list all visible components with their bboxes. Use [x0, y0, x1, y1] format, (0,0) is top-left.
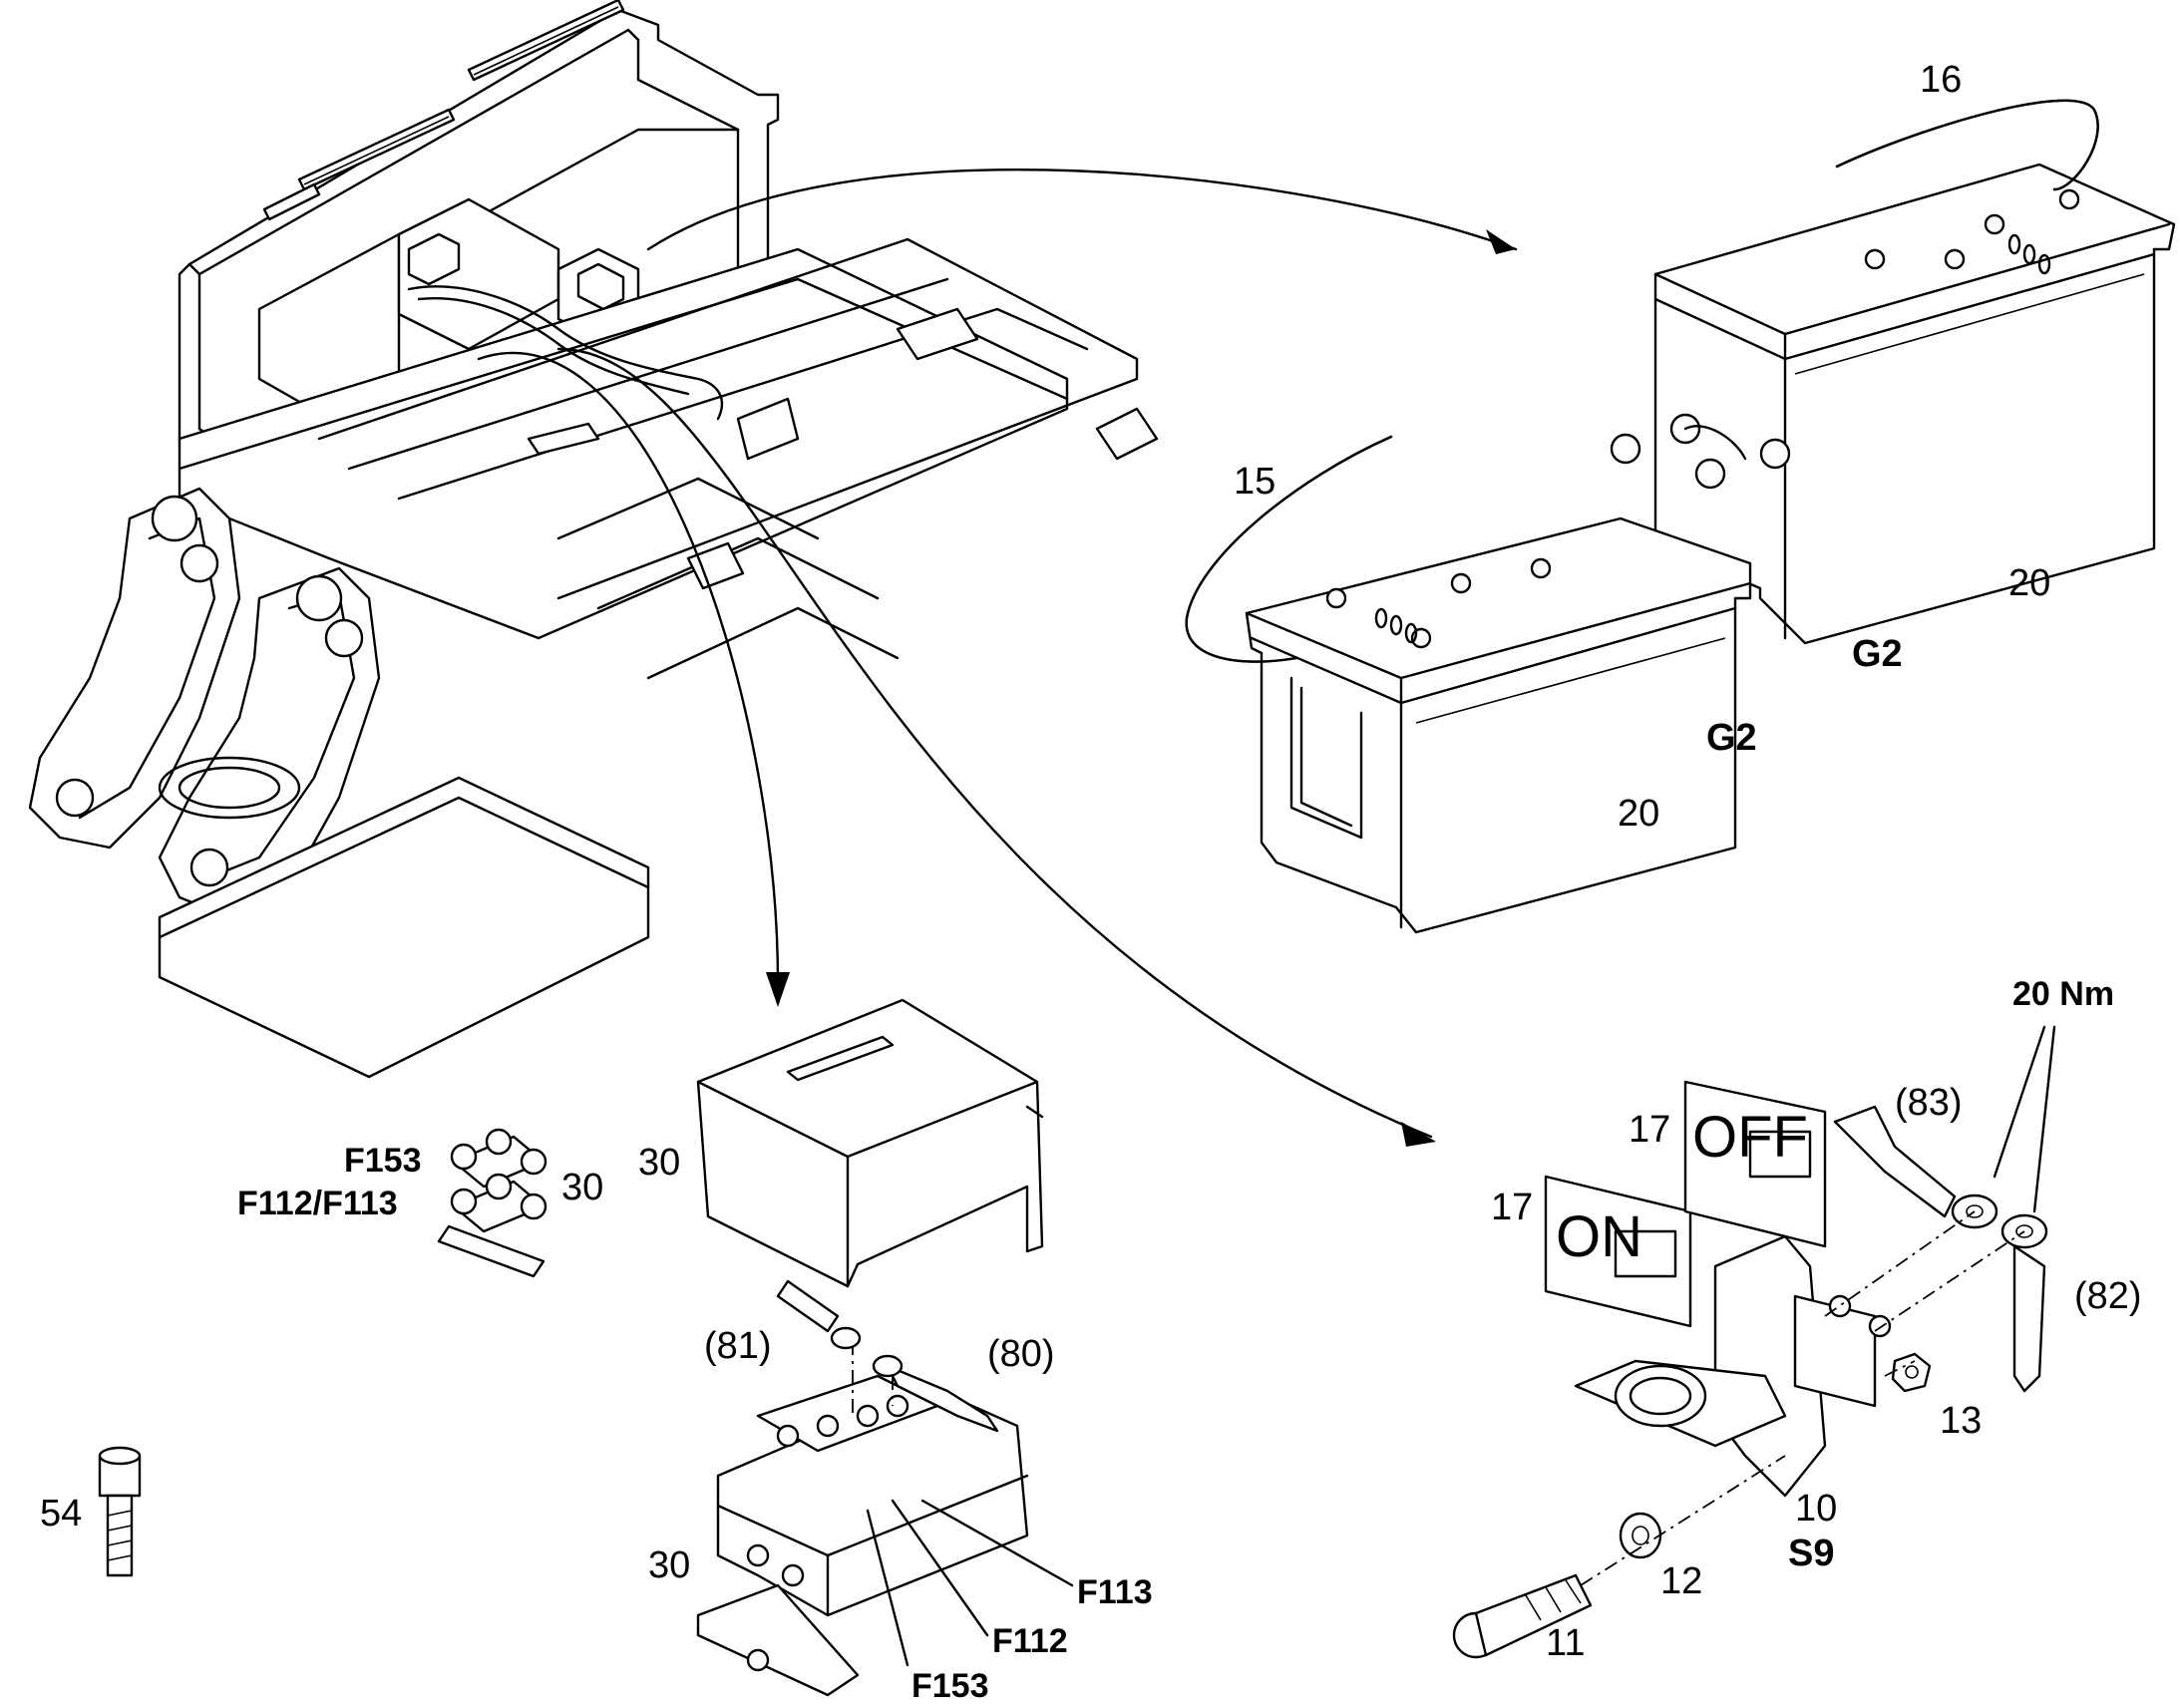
- battery-switch-10: [1574, 1234, 1892, 1498]
- callout-80: (80): [987, 1333, 1055, 1375]
- fuse-cover-30: [696, 998, 1044, 1288]
- label-g2-rear: G2: [1852, 633, 1903, 675]
- callout-13: 13: [1940, 1400, 1982, 1442]
- assembly-centerlines: [1580, 1210, 2025, 1586]
- callout-30-fuses: 30: [561, 1167, 603, 1208]
- callout-83: (83): [1895, 1082, 1963, 1124]
- bolt-11: [1452, 1573, 1593, 1659]
- bolt-54: [98, 1446, 142, 1577]
- nut-13: [1891, 1352, 1932, 1393]
- leader-f113: [920, 1499, 1074, 1587]
- callout-11: 11: [1546, 1622, 1585, 1664]
- label-f153-block: F153: [911, 1667, 989, 1705]
- label-f153-fuses: F153: [344, 1142, 422, 1180]
- callout-10: 10: [1795, 1488, 1837, 1530]
- label-f113-block: F113: [1077, 1573, 1153, 1611]
- label-torque-20nm: 20 Nm: [2012, 975, 2114, 1013]
- vent-grille-1: [467, 0, 625, 82]
- callout-81: (81): [704, 1325, 772, 1367]
- plate-off-17: OFF: [1683, 1080, 1827, 1248]
- fuse-set-f153-f112-f113: [437, 1128, 547, 1278]
- cable-lug-82: [2000, 1213, 2048, 1393]
- leader-f153: [866, 1509, 909, 1667]
- callout-82: (82): [2074, 1275, 2142, 1317]
- plate-on-17: ON: [1544, 1175, 1692, 1328]
- callout-12: 12: [1660, 1560, 1702, 1602]
- label-f112-block: F112: [992, 1622, 1068, 1660]
- battery-front: [1245, 516, 1752, 934]
- battery-rear: [1653, 163, 2176, 645]
- battery-terminals: [1610, 413, 1791, 490]
- callout-20-front: 20: [1618, 793, 1659, 835]
- fuse-block-30: [696, 1341, 1029, 1697]
- callout-17-off: 17: [1629, 1109, 1670, 1151]
- svg-text:ON: ON: [1556, 1204, 1642, 1269]
- label-g2-front: G2: [1706, 717, 1757, 759]
- callout-30-cover: 30: [638, 1142, 680, 1184]
- cable-lug-80: [872, 1354, 999, 1433]
- washer-12: [1619, 1512, 1662, 1559]
- callout-54: 54: [40, 1493, 82, 1535]
- machine-frame-illustration: [28, 0, 1159, 1079]
- cable-lug-83: [1833, 1105, 1998, 1229]
- label-s9: S9: [1788, 1533, 1834, 1574]
- label-f112-f113-fuses: F112/F113: [237, 1185, 398, 1222]
- callout-15: 15: [1234, 461, 1275, 503]
- callout-16: 16: [1920, 59, 1962, 101]
- vent-grille-3: [262, 182, 321, 221]
- leader-f112: [891, 1499, 989, 1637]
- callout-17-on: 17: [1491, 1187, 1533, 1228]
- cable-lug-81: [776, 1279, 862, 1350]
- battery-pack-illustration: [1185, 99, 2176, 934]
- callout-20-rear: 20: [2008, 562, 2050, 604]
- vent-grille-2: [297, 108, 456, 191]
- torque-leader-lines: [1993, 1025, 2056, 1213]
- reference-arrows: [477, 168, 1518, 1147]
- callout-30-block: 30: [648, 1544, 690, 1586]
